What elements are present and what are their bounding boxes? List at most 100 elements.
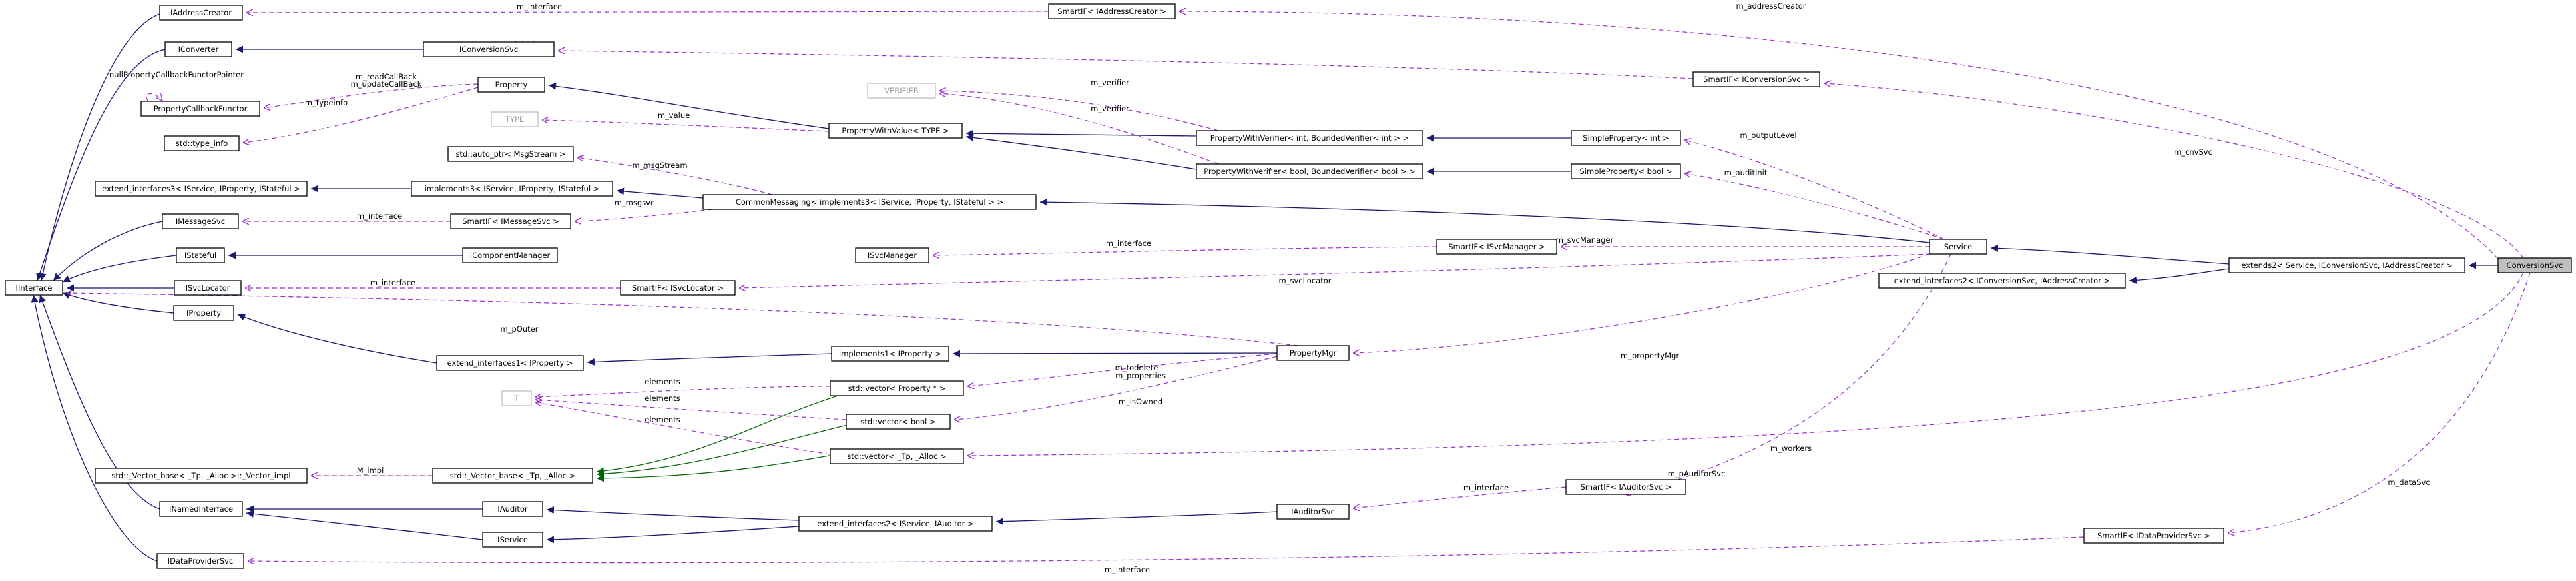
class-label: IService (497, 535, 528, 544)
class-node-ext-if3[interactable]: extend_interfaces3< IService, IProperty,… (95, 181, 308, 197)
usage-edge-48 (535, 400, 847, 420)
class-node-vecbase-impl[interactable]: std::_Vector_base< _Tp, _Alloc >::_Vecto… (95, 468, 308, 484)
class-node-vec-tp[interactable]: std::vector< _Tp, _Alloc > (830, 448, 964, 464)
class-node-imessagesvc[interactable]: IMessageSvc (162, 213, 239, 229)
class-node-commonmessaging[interactable]: CommonMessaging< implements3< IService, … (702, 194, 1037, 210)
class-node-propertymgr[interactable]: PropertyMgr (1276, 345, 1350, 361)
edge-label: m_msgsvc (615, 198, 655, 207)
class-node-iaddresscreator[interactable]: IAddressCreator (159, 5, 243, 21)
class-box (140, 101, 260, 117)
class-node-extends2[interactable]: extends2< Service, IConversionSvc, IAddr… (2228, 257, 2465, 273)
class-node-isvclocator[interactable]: ISvcLocator (174, 280, 242, 296)
class-node-propertywithvalue[interactable]: PropertyWithValue< TYPE > (828, 123, 963, 139)
class-node-icomponentmanager[interactable]: IComponentManager (462, 247, 558, 263)
class-box (1692, 71, 1820, 87)
edge-label: m_addressCreator (1736, 1, 1806, 11)
class-node-iconversionsvc[interactable]: IConversionSvc (423, 41, 555, 57)
class-label: IConversionSvc (459, 45, 518, 54)
class-label: VERIFIER (884, 86, 919, 95)
class-node-property[interactable]: Property (477, 77, 545, 93)
usage-edge-53 (967, 272, 2524, 456)
class-box (855, 247, 929, 263)
class-node-type[interactable]: TYPE (491, 111, 539, 127)
class-node-ext-if1[interactable]: extend_interfaces1< IProperty > (436, 355, 584, 371)
class-node-iinterface[interactable]: IInterface (5, 280, 63, 296)
inheritance-edge-8 (548, 82, 830, 129)
class-node-service[interactable]: Service (1929, 239, 1987, 255)
class-node-inamedinterface[interactable]: INamedInterface (159, 501, 243, 517)
class-label: PropertyWithValue< TYPE > (842, 126, 949, 135)
class-node-smartif-isvcmanager[interactable]: SmartIF< ISvcManager > (1436, 239, 1557, 255)
usage-edge-1 (1179, 11, 2499, 259)
class-box (831, 346, 949, 362)
class-box (846, 414, 951, 430)
class-node-vec-property[interactable]: std::vector< Property * > (830, 380, 964, 396)
class-label: IComponentManager (470, 251, 551, 260)
class-label: extend_interfaces2< IService, IAuditor > (817, 519, 973, 528)
class-box (159, 501, 243, 517)
edge-label: m_propertyMgr (1621, 351, 1679, 360)
class-node-ext-if2-aud[interactable]: extend_interfaces2< IService, IAuditor > (798, 516, 993, 532)
class-node-vecbase[interactable]: std::_Vector_base< _Tp, _Alloc > (432, 468, 593, 484)
class-node-std-type-info[interactable]: std::type_info (164, 135, 240, 151)
class-node-pwv-int[interactable]: PropertyWithVerifier< int, BoundedVerifi… (1196, 130, 1423, 146)
class-node-std-auto-ptr[interactable]: std::auto_ptr< MsgStream > (447, 146, 574, 162)
class-label: IProperty (186, 308, 221, 318)
edge-label: m_interface (1105, 565, 1150, 574)
class-box (176, 247, 225, 263)
class-node-smartif-iauditorsvc[interactable]: SmartIF< IAuditorSvc > (1565, 479, 1686, 495)
usage-edge-49 (535, 402, 831, 455)
class-label: Service (1944, 242, 1973, 251)
class-node-iconverter[interactable]: IConverter (164, 41, 232, 57)
class-node-verifier[interactable]: VERIFIER (867, 83, 936, 99)
edge-label: m_properties (1115, 371, 1166, 380)
class-node-smartif-idataprovidersvc[interactable]: SmartIF< IDataProviderSvc > (2083, 528, 2224, 544)
edge-label: m_verifier (1091, 78, 1129, 87)
inheritance-edge-42 (587, 353, 832, 366)
usage-edge-6 (264, 83, 479, 108)
class-node-idataprovidersvc[interactable]: IDataProviderSvc (156, 553, 244, 569)
class-node-smartif-iaddresscreator[interactable]: SmartIF< IAddressCreator > (1048, 3, 1176, 19)
class-label: SmartIF< IAddressCreator > (1057, 7, 1166, 16)
usage-edge-60 (1353, 486, 1567, 508)
class-label: SmartIF< IMessageSvc > (462, 217, 559, 226)
inheritance-edge-28 (1990, 244, 2230, 265)
class-box (432, 468, 593, 484)
class-node-simpleproperty-int[interactable]: SimpleProperty< int > (1571, 130, 1681, 146)
class-node-iproperty[interactable]: IProperty (173, 305, 234, 321)
class-box (1276, 345, 1350, 361)
class-node-smartif-isvclocator[interactable]: SmartIF< ISvcLocator > (620, 280, 736, 296)
class-node-t[interactable]: T (501, 390, 532, 406)
edge-label: m_outputLevel (1740, 131, 1796, 140)
class-node-vec-bool[interactable]: std::vector< bool > (846, 414, 951, 430)
class-label: extend_interfaces2< IConversionSvc, IAdd… (1894, 276, 2110, 285)
class-label: SmartIF< IDataProviderSvc > (2097, 531, 2210, 540)
usage-edge-9 (939, 91, 1219, 131)
class-label: PropertyMgr (1290, 348, 1337, 358)
class-node-propertycallbackfunctor[interactable]: PropertyCallbackFunctor (140, 101, 260, 117)
class-node-pwv-bool[interactable]: PropertyWithVerifier< bool, BoundedVerif… (1196, 163, 1423, 179)
class-node-iauditor[interactable]: IAuditor (482, 501, 543, 517)
class-box (2083, 528, 2224, 544)
class-label: IAuditorSvc (1291, 507, 1335, 516)
class-node-smartif-iconversionsvc[interactable]: SmartIF< IConversionSvc > (1692, 71, 1820, 87)
class-node-implements1[interactable]: implements1< IProperty > (831, 346, 949, 362)
class-label: Property (495, 80, 528, 89)
class-node-conversionsvc[interactable]: ConversionSvc (2497, 257, 2572, 273)
class-label: IMessageSvc (176, 217, 225, 226)
edge-label: elements (644, 415, 680, 424)
class-label: ConversionSvc (2507, 261, 2563, 270)
class-label: TYPE (505, 115, 524, 124)
class-node-isvcmanager[interactable]: ISvcManager (855, 247, 929, 263)
class-node-istateful[interactable]: IStateful (176, 247, 225, 263)
inheritance-edge-41 (237, 314, 437, 364)
edge-label: m_msgStream (632, 161, 687, 170)
class-node-iauditorsvc[interactable]: IAuditorSvc (1276, 504, 1350, 520)
class-node-iservice[interactable]: IService (482, 532, 543, 548)
class-node-smartif-imessagesvc[interactable]: SmartIF< IMessageSvc > (450, 213, 571, 229)
class-node-ext-if2-conv[interactable]: extend_interfaces2< IConversionSvc, IAdd… (1878, 273, 2126, 289)
class-node-implements3[interactable]: implements3< IService, IProperty, IState… (411, 181, 613, 197)
class-node-simpleproperty-bool[interactable]: SimpleProperty< bool > (1571, 163, 1681, 179)
